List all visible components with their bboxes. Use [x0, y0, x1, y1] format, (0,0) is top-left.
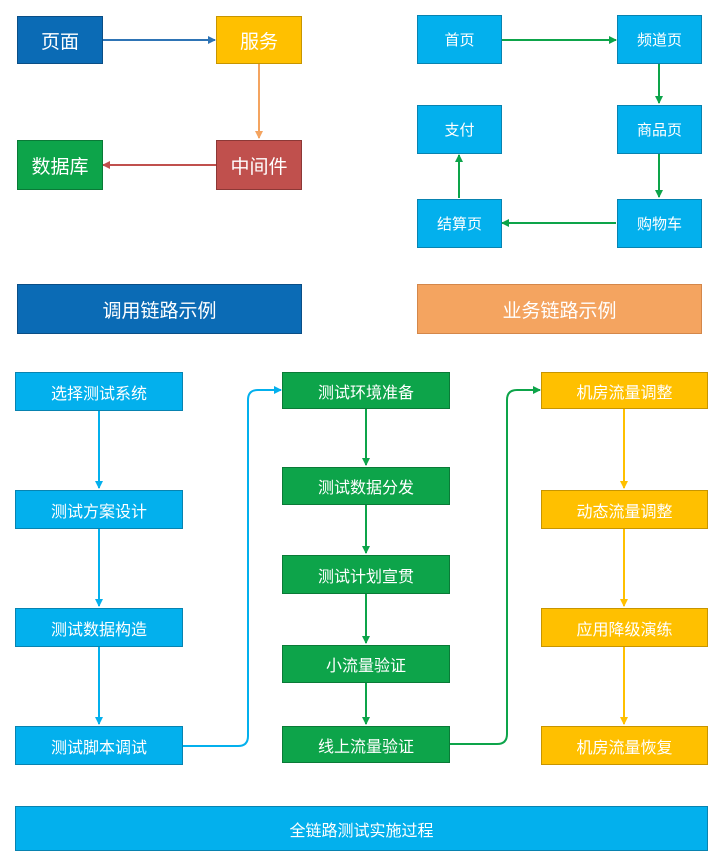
node-product: 商品页	[617, 105, 702, 154]
step-select-system: 选择测试系统	[15, 372, 183, 411]
node-checkout: 结算页	[417, 199, 502, 248]
arrow-c2-to-c3	[450, 386, 541, 745]
step-online-traffic-verify: 线上流量验证	[282, 726, 450, 763]
node-page: 页面	[17, 16, 103, 64]
step-dynamic-traffic-adjust: 动态流量调整	[541, 490, 708, 529]
business-chain-caption: 业务链路示例	[417, 284, 702, 334]
node-payment: 支付	[417, 105, 502, 154]
node-home: 首页	[417, 15, 502, 64]
step-app-degrade-drill: 应用降级演练	[541, 608, 708, 647]
call-chain-caption: 调用链路示例	[17, 284, 302, 334]
step-test-data-build: 测试数据构造	[15, 608, 183, 647]
step-test-plan-design: 测试方案设计	[15, 490, 183, 529]
node-service: 服务	[216, 16, 302, 64]
step-dc-traffic-restore: 机房流量恢复	[541, 726, 708, 765]
step-dc-traffic-adjust: 机房流量调整	[541, 372, 708, 409]
step-small-traffic-verify: 小流量验证	[282, 645, 450, 683]
step-test-data-dispatch: 测试数据分发	[282, 467, 450, 505]
arrow-c1-to-c2	[182, 386, 282, 747]
node-middleware: 中间件	[216, 140, 302, 190]
step-test-env-prep: 测试环境准备	[282, 372, 450, 409]
step-test-plan-briefing: 测试计划宣贯	[282, 555, 450, 594]
step-test-script-debug: 测试脚本调试	[15, 726, 183, 765]
node-cart: 购物车	[617, 199, 702, 248]
node-database: 数据库	[17, 140, 103, 190]
process-caption: 全链路测试实施过程	[15, 806, 708, 851]
node-channel: 频道页	[617, 15, 702, 64]
